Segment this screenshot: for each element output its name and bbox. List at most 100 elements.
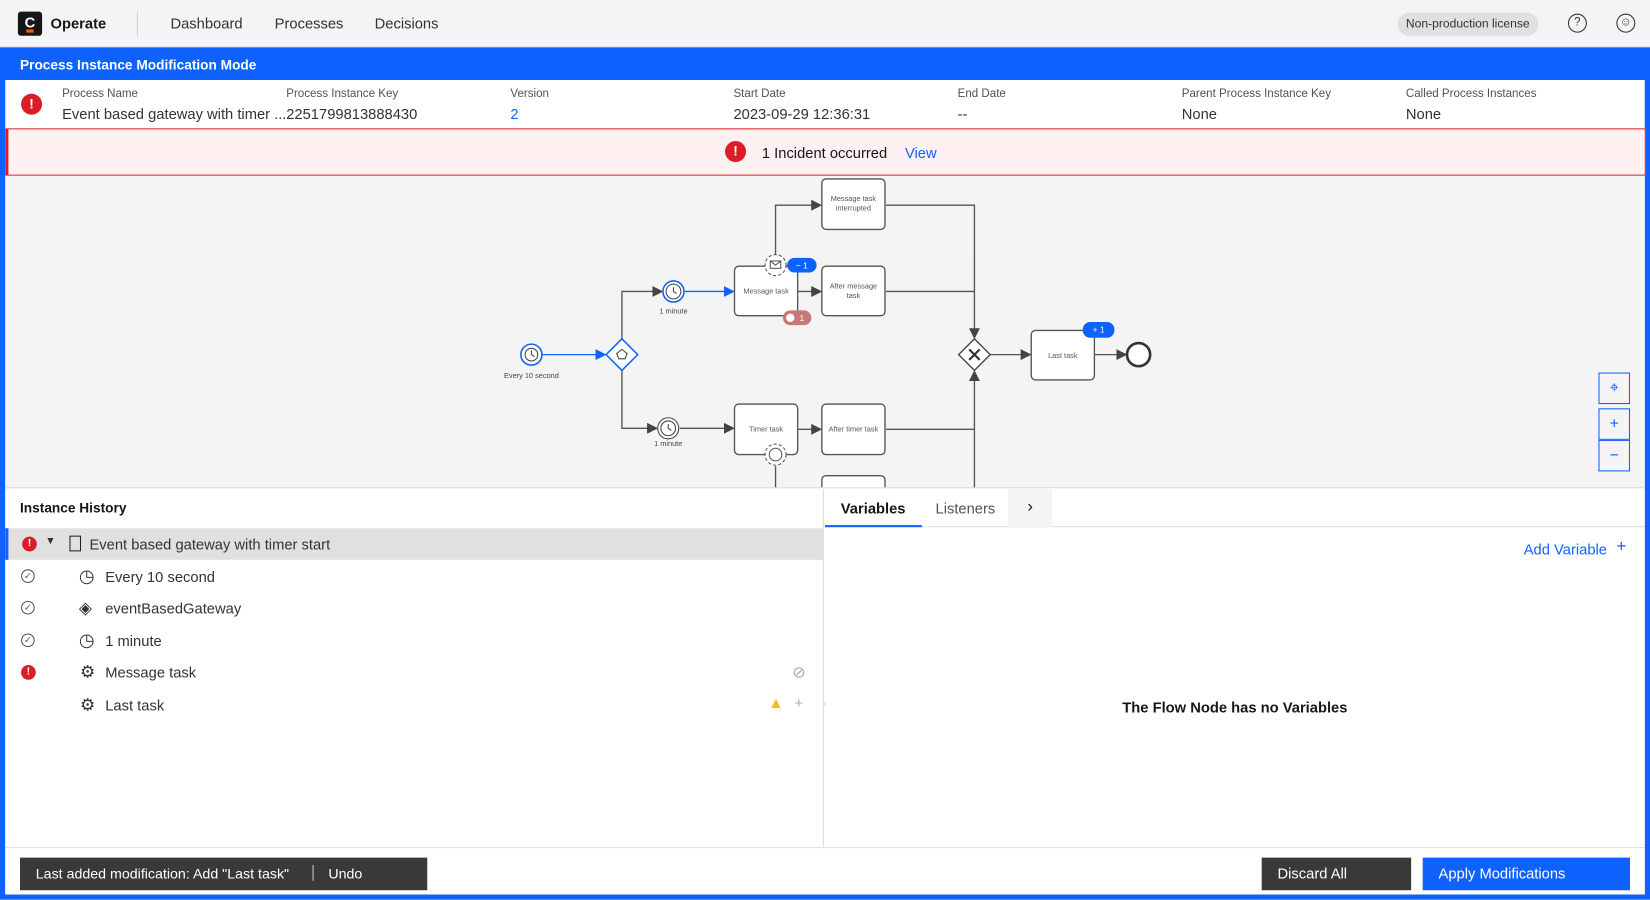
start-event-label: Every 10 second [504,371,559,380]
history-row[interactable]: ! ⚙ Message task ⊘ [5,657,824,689]
exclusive-gateway[interactable] [957,337,992,372]
add-variable-button[interactable]: Add Variable [1523,540,1608,558]
timer-event-down[interactable] [657,417,680,440]
incident-icon: ! [725,141,747,163]
incident-icon: ! [21,665,36,680]
last-modification-notice: Last added modification: Add "Last task"… [19,857,428,891]
chevron-right-icon[interactable]: › [1008,489,1053,528]
gear-icon: ⚙ [79,696,96,715]
reset-zoom-button[interactable]: ⌖ [1598,372,1631,405]
called-instances: None [1405,105,1442,123]
history-item-label: Message task [105,664,197,681]
zoom-out-button[interactable]: − [1598,439,1631,472]
incident-view-link[interactable]: View [904,144,937,162]
message-boundary-event[interactable] [764,254,787,277]
tab-variables[interactable]: Variables [825,489,922,528]
bpmn-diagram[interactable]: Every 10 second 1 minute 1 minute Messag… [5,175,1645,489]
incident-banner: ! 1 Incident occurred View [5,128,1646,176]
timer-boundary-event[interactable] [764,443,787,466]
incident-text: 1 Incident occurred [761,144,888,162]
instance-history-panel: Instance History ! ▼ Event based gateway… [5,489,935,848]
label-instance-key: Process Instance Key [286,87,399,100]
task-after-message[interactable] [821,265,886,317]
help-icon[interactable]: ? [1567,13,1587,33]
collapse-caret-icon[interactable]: ▼ [45,535,56,548]
nav-dashboard[interactable]: Dashboard [170,14,243,32]
parent-key: None [1181,105,1217,123]
end-event[interactable] [1125,341,1152,368]
task-label: interrupted [836,203,871,212]
apply-modifications-button[interactable]: Apply Modifications [1422,857,1631,891]
discard-all-button[interactable]: Discard All [1261,857,1412,891]
history-row[interactable]: ✓ ◈ eventBasedGateway [5,592,824,624]
label-end-date: End Date [957,87,1006,100]
cancel-badge [787,257,817,273]
app-name[interactable]: Operate [50,14,107,32]
gateway-icon: ◈ [78,599,92,618]
license-badge[interactable]: Non-production license [1397,12,1539,36]
task-label: Message task [743,287,789,296]
camunda-logo[interactable]: C [17,11,43,36]
task-partial[interactable] [821,474,886,489]
timer-icon: ◷ [78,566,95,587]
add-icon[interactable]: + [1616,537,1627,556]
task-label: task [847,291,861,300]
nav-decisions[interactable]: Decisions [374,14,439,32]
start-date: 2023-09-29 12:36:31 [733,105,871,123]
start-timer-event[interactable] [520,343,543,366]
add-badge-text: + 1 [1093,325,1105,335]
task-after-timer[interactable] [821,403,886,456]
document-icon [69,535,82,552]
add-token-icon[interactable]: + [794,694,804,712]
instance-key: 2251799813888430 [286,105,418,123]
task-label: Timer task [749,424,783,433]
nav-processes[interactable]: Processes [274,14,344,32]
cancel-badge-text: − 1 [796,260,808,270]
task-label: Last task [1048,351,1078,360]
task-label: After timer task [829,424,879,433]
modification-footer: Last added modification: Add "Last task"… [5,847,1645,895]
completed-check-icon: ✓ [21,569,35,583]
warning-icon: ▲ [768,694,784,713]
task-label: After message [830,281,877,290]
label-called-instances: Called Process Instances [1405,87,1537,100]
task-last[interactable] [1030,329,1096,381]
history-row[interactable]: ✓ ◷ Every 10 second [5,561,824,593]
incident-badge-text: 1 [800,313,805,323]
label-parent-key: Parent Process Instance Key [1181,87,1332,100]
zoom-in-button[interactable]: + [1598,408,1631,440]
timer-icon: ◷ [78,630,95,651]
history-row-root[interactable]: ! ▼ Event based gateway with timer start [5,528,824,560]
history-item-label: Event based gateway with timer start [89,535,331,553]
incident-state-icon: ! [21,93,43,115]
task-message-interrupted[interactable] [821,178,886,231]
task-label: Message task [831,194,877,203]
label-version: Version [510,87,549,100]
event-based-gateway[interactable] [605,337,639,372]
user-icon[interactable]: ☺ [1616,13,1636,33]
last-modification-text: Last added modification: Add "Last task" [35,866,290,882]
version-link[interactable]: 2 [510,105,519,123]
incident-badge-icon [786,313,795,323]
timer-event-up[interactable] [662,280,685,303]
history-row[interactable]: ⚙ Last task ▲ + [5,689,824,721]
tab-listeners[interactable]: Listeners [935,499,996,517]
instance-history-title: Instance History [19,499,127,516]
modification-mode-title: Process Instance Modification Mode [19,56,257,73]
add-badge [1082,322,1115,338]
divider [136,11,138,37]
undo-button[interactable]: Undo [328,866,363,882]
completed-check-icon: ✓ [21,633,35,648]
process-name: Event based gateway with timer ... [62,105,287,123]
history-row[interactable]: ✓ ◷ 1 minute [5,625,824,657]
completed-check-icon: ✓ [21,600,35,615]
gear-icon: ⚙ [79,664,96,682]
cancel-icon[interactable]: ⊘ [792,664,806,682]
timer-up-label: 1 minute [659,307,687,316]
top-header: C Operate Dashboard Processes Decisions … [0,0,1650,48]
history-item-label: Last task [105,696,165,714]
tabs-divider [825,526,1645,528]
divider [312,864,314,881]
variables-panel: Variables Listeners › Add Variable + The… [825,489,1645,848]
history-item-label: 1 minute [105,632,162,650]
